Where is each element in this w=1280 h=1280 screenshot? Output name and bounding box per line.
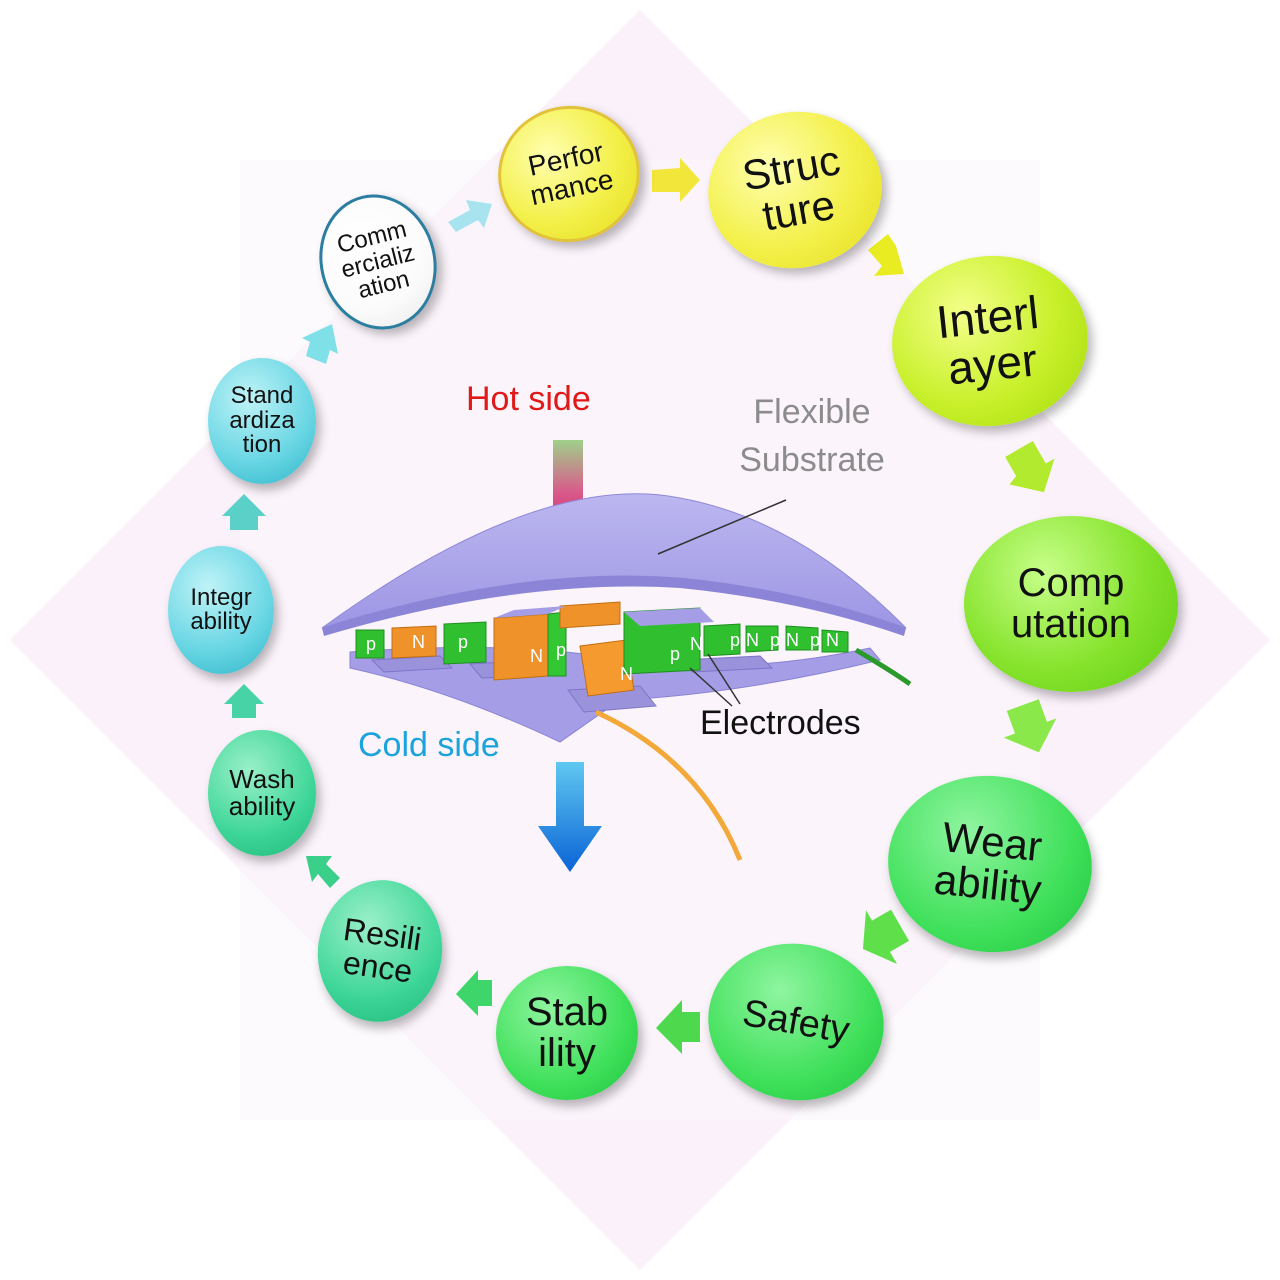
cycle-arrows	[222, 158, 1057, 1054]
cold-arrow	[538, 762, 602, 872]
substrate-leader-line	[657, 499, 787, 555]
electrode-leader-line-2	[707, 653, 741, 705]
leg-p	[355, 629, 385, 659]
arrow-interlayer-computation	[1005, 440, 1055, 493]
leg-p	[745, 625, 779, 653]
leg-p	[821, 629, 849, 653]
green-wire	[854, 647, 912, 687]
electrode-leader-line-1	[689, 667, 733, 707]
leg-letter-n: N	[746, 630, 759, 650]
arrow-structure-interlayer	[868, 234, 904, 276]
flexible-substrate-label: Flexible Substrate	[739, 393, 885, 480]
leg-n	[559, 601, 621, 629]
node-label: Stab ility	[525, 990, 609, 1075]
hot-side-label: Hot side	[466, 380, 591, 418]
leg-letter-n: N	[530, 646, 543, 666]
node-label: Resili ence	[340, 911, 424, 990]
cold-side-label: Cold side	[358, 726, 500, 764]
arrow-commercialization-performance	[448, 200, 492, 232]
leg-letter-n: N	[690, 634, 703, 654]
leg-letter-p: p	[810, 630, 820, 650]
node-label: Wear ability	[931, 813, 1045, 914]
node-standardization[interactable]: Stand ardiza tion	[208, 358, 316, 484]
orange-wire	[594, 709, 743, 861]
node-label: Struc ture	[738, 136, 844, 240]
node-label: Perfor mance	[525, 136, 617, 212]
node-label: Wash ability	[228, 764, 296, 821]
leg-n	[579, 639, 635, 697]
leg-letter-n: N	[412, 632, 425, 652]
node-washability[interactable]: Wash ability	[208, 730, 316, 856]
leg-p	[785, 625, 819, 651]
node-label: Comm ercializ ation	[334, 215, 418, 305]
leg-n	[391, 625, 437, 659]
node-stability[interactable]: Stab ility	[496, 966, 638, 1100]
arrow-standardization-commercialization	[302, 324, 338, 364]
arrow-washability-integrability	[224, 684, 264, 718]
leg-letter-n: N	[620, 664, 633, 684]
leg-letter-n: N	[826, 630, 839, 650]
electrodes-label: Electrodes	[700, 704, 861, 742]
arrow-performance-structure	[652, 158, 700, 202]
thermoelectric-legs	[355, 601, 849, 697]
arrow-safety-stability	[656, 1000, 700, 1054]
leg-letter-p: p	[556, 640, 566, 660]
leg-letters: p N p N p N p N p N p N p N	[366, 630, 839, 684]
node-label: Safety	[739, 991, 853, 1052]
node-label: Comp utation	[1010, 561, 1132, 646]
leg-p	[443, 621, 487, 665]
leg-letter-p: p	[770, 630, 780, 650]
leg-p	[703, 623, 741, 657]
leg-letter-p: p	[670, 644, 680, 664]
node-label: Interl ayer	[933, 286, 1042, 395]
arrow-wearability-safety	[862, 909, 910, 964]
leg-letter-p: p	[458, 632, 468, 652]
leg-letter-n: N	[786, 630, 799, 650]
arrow-resilience-washability	[306, 856, 340, 888]
node-computation[interactable]: Comp utation	[964, 516, 1178, 692]
substrate-top-edge	[322, 576, 906, 636]
node-label: Integr ability	[190, 583, 252, 635]
node-integrability[interactable]: Integr ability	[168, 546, 274, 674]
node-label: Stand ardiza tion	[229, 382, 295, 459]
leg-letter-p: p	[366, 634, 376, 654]
arrow-stability-resilience	[456, 970, 492, 1016]
arrow-integrability-standardization	[222, 494, 266, 530]
leg-letter-p: p	[730, 630, 740, 650]
arrow-computation-wearability	[1003, 699, 1057, 753]
